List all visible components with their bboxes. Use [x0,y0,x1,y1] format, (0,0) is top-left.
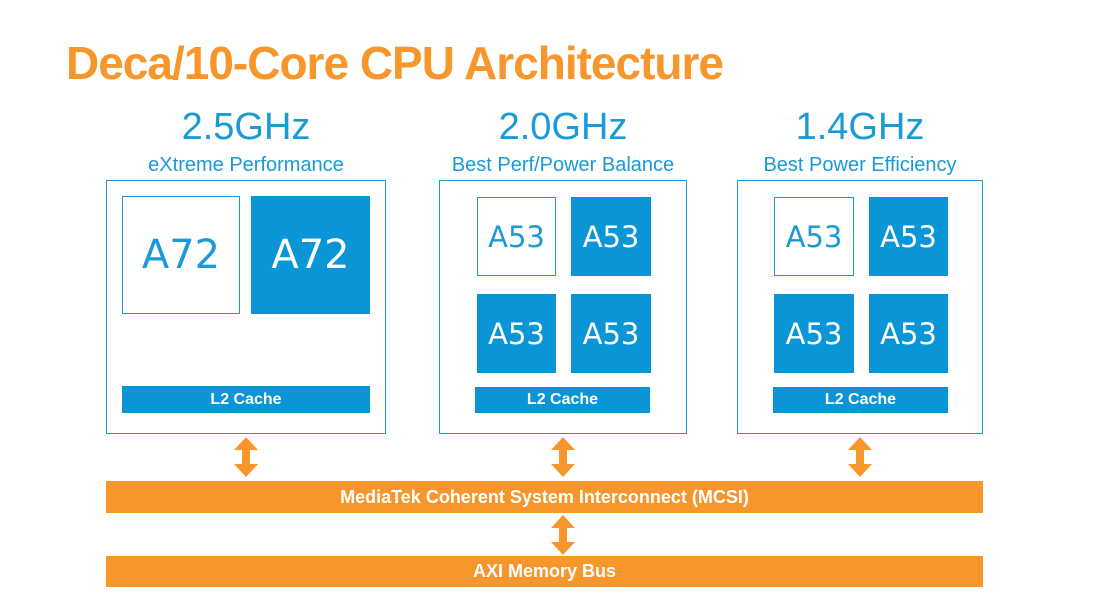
cluster-2-core-1: A53 [869,197,948,276]
cluster-2-subtitle: Best Power Efficiency [763,154,957,176]
cluster-1-bidirectional-arrow-icon [551,437,575,477]
cluster-0-box: A72 A72 L2 Cache [106,180,386,434]
cluster-0-frequency: 2.5GHz [181,106,311,148]
cluster-0-bidirectional-arrow-icon [234,437,258,477]
cluster-1-core-1: A53 [571,197,651,276]
cluster-1-core-0: A53 [477,197,556,276]
page-title: Deca/10-Core CPU Architecture [66,37,724,89]
cluster-0-l2-cache: L2 Cache [122,386,370,413]
cluster-0-core-1: A72 [251,196,370,314]
memory-bus-bar: AXI Memory Bus [106,556,983,587]
cluster-2-l2-cache: L2 Cache [773,387,948,413]
cluster-1-l2-cache: L2 Cache [475,387,650,413]
cluster-2-core-3: A53 [869,294,948,373]
cluster-1-frequency: 2.0GHz [498,106,628,148]
cluster-2-core-0: A53 [774,197,854,276]
cluster-1-subtitle: Best Perf/Power Balance [451,154,675,176]
cluster-1-box: A53 A53 A53 A53 L2 Cache [439,180,687,434]
interconnect-bar: MediaTek Coherent System Interconnect (M… [106,481,983,513]
cluster-1-core-2: A53 [477,294,556,373]
memory-bidirectional-arrow-icon [551,515,575,555]
cluster-2-core-2: A53 [774,294,854,373]
cluster-2-bidirectional-arrow-icon [848,437,872,477]
cluster-0-subtitle: eXtreme Performance [148,154,344,176]
cluster-2-frequency: 1.4GHz [795,106,925,148]
cluster-1-core-3: A53 [571,294,651,373]
cluster-0-core-0: A72 [122,196,240,314]
cluster-2-box: A53 A53 A53 A53 L2 Cache [737,180,983,434]
